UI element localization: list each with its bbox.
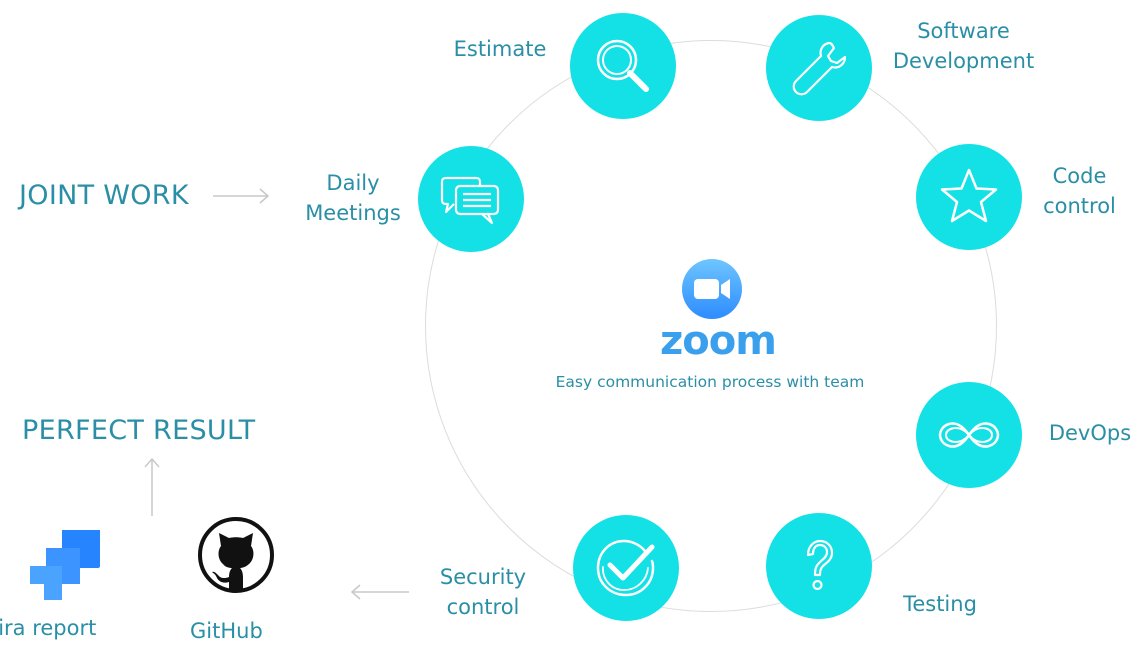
magnifier-icon: [596, 39, 649, 92]
step-testing: [766, 513, 872, 619]
github-label: GitHub: [190, 619, 263, 643]
step-label-devops: DevOps: [1048, 421, 1132, 445]
step-code-control: [916, 144, 1022, 250]
jira-logo: [30, 530, 100, 600]
step-software-development: [766, 15, 872, 121]
step-security-control: [573, 515, 679, 621]
step-daily-meetings: [418, 146, 524, 252]
wrench-icon: [792, 41, 847, 96]
arrow-left-icon: [350, 584, 409, 600]
arrow-right-icon: [213, 188, 270, 204]
step-label-software-development: Software Development: [892, 19, 1035, 73]
step-devops: [916, 382, 1022, 488]
infinity-icon: [938, 422, 1000, 448]
chat-icon: [440, 176, 500, 225]
zoom-logo-icon: [682, 259, 742, 319]
joint-work-label: JOINT WORK: [19, 180, 189, 211]
step-label-testing: Testing: [903, 592, 977, 616]
github-logo: [198, 517, 274, 593]
perfect-result-label: PERFECT RESULT: [22, 415, 256, 446]
step-label-daily-meetings: Daily Meetings: [305, 171, 401, 225]
question-icon: [806, 539, 834, 591]
process-ring: [425, 40, 997, 612]
step-label-security-control: Security control: [439, 565, 527, 619]
step-estimate: [570, 13, 676, 119]
step-label-code-control: Code control: [1043, 164, 1116, 218]
center-tagline: Easy communication process with team: [555, 373, 865, 391]
check-icon: [596, 539, 655, 597]
zoom-wordmark: zoom: [660, 318, 777, 364]
arrow-up-icon: [144, 457, 160, 516]
jira-report-label: Jira report: [0, 616, 97, 640]
step-label-estimate: Estimate: [453, 37, 547, 61]
star-icon: [940, 168, 998, 223]
